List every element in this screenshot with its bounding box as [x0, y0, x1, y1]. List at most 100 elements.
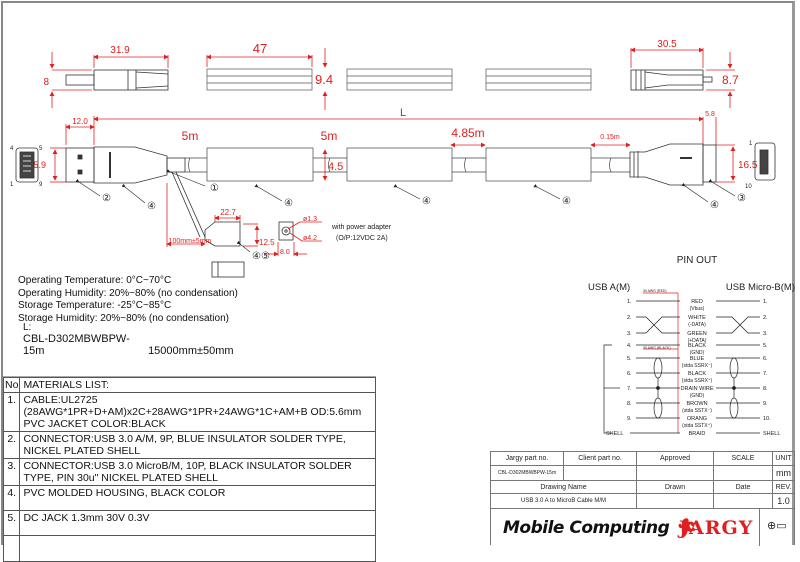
pinout-row: 3.GREEN(+DATA)3.: [627, 316, 768, 344]
spec-line: Storage Temperature: -25°C~85°C: [18, 300, 172, 311]
dim-small-segments: [322, 142, 631, 181]
wire-signal-label: (-DATA): [688, 322, 706, 328]
materials-row: 1. CABLE:UL2725 (28AWG*1PR+D+AM)x2C+28AW…: [2, 392, 376, 432]
dim-label: 31.9: [110, 45, 130, 56]
tb-header: Jargy part no.: [490, 451, 564, 466]
dim-label-L: L: [400, 107, 406, 119]
callout-4: ④: [710, 200, 719, 211]
pin-right-label: 3.: [763, 331, 768, 337]
callout-1: ①: [210, 183, 219, 194]
dim-label: 12.0: [72, 117, 88, 126]
dim-label: 15.9: [28, 160, 46, 170]
dim-dc-jack: [166, 183, 322, 257]
top-usb-a-side-view: [65, 69, 169, 91]
callout-4: ④: [422, 196, 431, 207]
materials-no: 1.: [2, 392, 21, 432]
callout-4: ④: [147, 201, 156, 212]
segment-length-1: 5m: [182, 129, 199, 143]
wire-color-label: WHITE: [688, 315, 706, 321]
wire-color-label: BLACK: [688, 343, 706, 349]
materials-row: 3. CONNECTOR:USB 3.0 MicroB/M, 10P, BLAC…: [2, 458, 376, 486]
wire-signal-label: (+DATA): [688, 338, 707, 344]
projection-symbol-icon: ⊕▭: [767, 520, 787, 532]
dim-label: 8.7: [722, 73, 739, 87]
materials-header-no: No: [2, 377, 21, 393]
logo-row: Mobile Computing 🏃︎ JARGY ⊕▭: [490, 508, 795, 546]
wire-right: [716, 316, 760, 334]
wire-signal-label: (stda SSTX⁻): [682, 408, 712, 414]
segment-length-4: 0.15m: [600, 134, 620, 141]
wire-tag: 30 AWG (BLACK): [643, 346, 671, 350]
callout-4-5: ④⑤: [252, 251, 270, 262]
pinout-row: 6.BLACK(stda SSRX⁺)7.: [627, 371, 768, 384]
wire-color-label: RED: [691, 299, 703, 305]
wire-tag: 30 AWG (RED): [643, 289, 667, 293]
segment-length-3: 4.85m: [451, 126, 484, 140]
dim-label: 16.5: [738, 160, 758, 171]
mobile-computing-logo: Mobile Computing 🏃︎: [503, 518, 696, 538]
pin-left-label: 7.: [627, 386, 632, 392]
micro-b-plug: [629, 143, 717, 186]
wire-color-label: BRAID: [689, 431, 706, 437]
cable-drawing: 31.9 8 47 9.4 30.5 8.7: [3, 39, 795, 437]
callout-4: ④: [562, 196, 571, 207]
dim-ferrite: [206, 48, 328, 110]
dim-micro-b: [630, 47, 735, 108]
pin-right-label: SHELL: [763, 431, 780, 437]
pin-left-label: 2.: [627, 315, 632, 321]
pin-label: 10: [745, 184, 752, 190]
pin-right-label: 7.: [763, 371, 768, 377]
materials-no: 5.: [2, 510, 21, 536]
tb-header: Drawn: [636, 480, 714, 494]
power-adapter-note: with power adapter: [331, 224, 392, 231]
pin-label: 1: [749, 141, 753, 147]
dim-label: 8: [43, 77, 49, 88]
tb-client-part: [563, 465, 637, 481]
wire-signal-label: (GND): [690, 393, 705, 399]
pinout-row: 4.BLACK(GND)5.: [627, 343, 768, 356]
materials-text: [19, 535, 376, 562]
tb-drawing-name: USB 3.0 A to MicroB Cable M/M: [490, 493, 637, 509]
dim-label: 12.5: [259, 238, 275, 247]
pin-left-label: 9.: [627, 416, 632, 422]
pin-left-label: 1.: [627, 299, 632, 305]
dim-label: 5.8: [705, 111, 715, 118]
pin-label: 4: [10, 146, 14, 152]
segment-length-2: 5m: [321, 129, 338, 143]
tb-header: UNIT: [772, 451, 795, 466]
wire-right: [716, 316, 760, 334]
pin-left-label: 4.: [627, 343, 632, 349]
tb-header: Client part no.: [563, 451, 637, 466]
tb-drawn: [636, 493, 714, 509]
pinout-row: 9.ORANG(stda SSTX⁺)10.: [627, 416, 771, 429]
tb-scale: [713, 465, 773, 481]
tb-header: REV.: [772, 480, 795, 494]
dim-label: 9.4: [315, 72, 333, 87]
dim-label: 30.5: [657, 39, 677, 50]
dim-label: ø4.2: [303, 235, 317, 242]
wire-signal-label: (stda SSRX⁻): [682, 363, 713, 369]
tb-header: SCALE: [713, 451, 773, 466]
pinout-left-header: USB A(M): [588, 282, 630, 293]
pinout-row: 5.BLUE(stda SSRX⁻)6.: [627, 356, 768, 369]
usb-a-plug: [65, 146, 186, 184]
wire-signal-label: (stda SSTX⁺): [682, 423, 712, 429]
materials-row: 5. DC JACK 1.3mm 30V 0.3V: [2, 510, 376, 536]
environment-specs: Operating Temperature: 0°C~70°C Operatin…: [18, 275, 238, 325]
tb-unit: mm: [772, 465, 795, 481]
dim-label: 8.0: [280, 249, 290, 256]
materials-row: 2. CONNECTOR:USB 3.0 A/M, 9P, BLUE INSUL…: [2, 431, 376, 459]
wire-color-label: ORANG: [687, 416, 707, 422]
materials-table: No MATERIALS LIST: 1. CABLE:UL2725 (28AW…: [2, 377, 376, 562]
pin-right-label: 9.: [763, 401, 768, 407]
pinout-row: 7.DRAIN WIRE(GND)8.: [627, 386, 768, 399]
materials-text: CONNECTOR:USB 3.0 A/M, 9P, BLUE INSULATO…: [19, 431, 376, 459]
length-value: 15000mm±50mm: [148, 345, 234, 357]
pinout-row: 1.RED(Vbus)1.: [627, 299, 768, 312]
micro-b-end-view: [754, 142, 776, 181]
tb-approved: [636, 465, 714, 481]
materials-no: 4.: [2, 485, 21, 511]
runner-icon: 🏃︎: [674, 518, 697, 538]
